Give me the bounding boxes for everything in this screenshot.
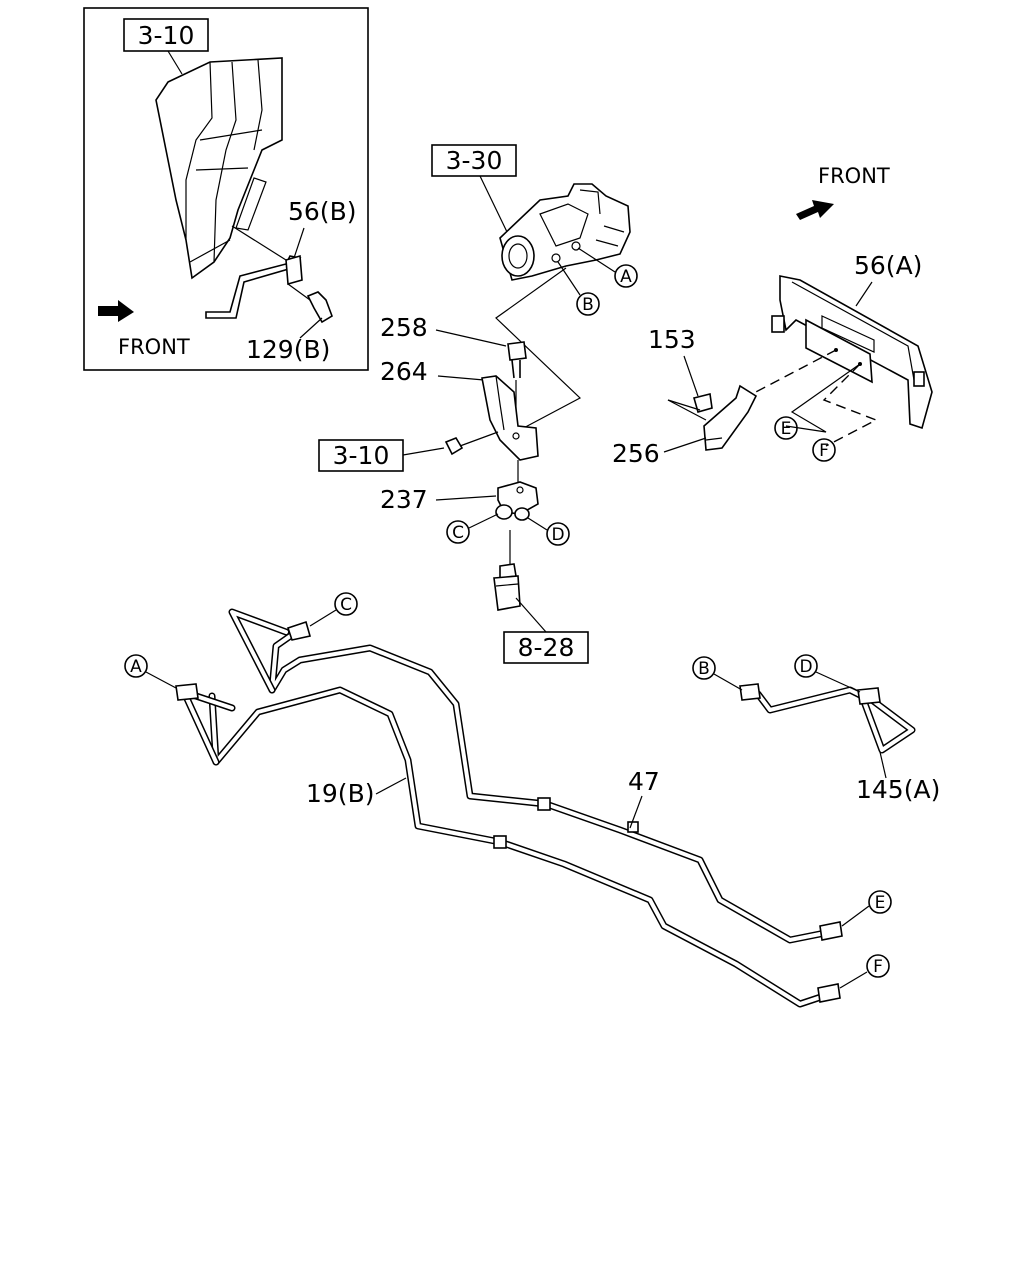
connector-b-pipe — [692, 656, 716, 680]
frame-member-drawing — [155, 57, 283, 280]
connector-e-bracket — [774, 416, 798, 440]
svg-text:C: C — [340, 595, 352, 615]
label-47: 47 — [628, 767, 660, 796]
inset-ref-leader — [167, 50, 183, 75]
svg-text:B: B — [582, 295, 594, 315]
label-145a: 145(A) — [856, 775, 940, 804]
label-237: 237 — [380, 485, 428, 514]
clamp-256 — [703, 384, 758, 451]
inset-label-129b: 129(B) — [246, 335, 330, 364]
connector-a-pipe — [124, 654, 148, 678]
connector-f-pipe — [866, 954, 890, 978]
joint-237 — [495, 481, 539, 521]
label-256: 256 — [612, 439, 660, 468]
inset-frame — [83, 7, 369, 371]
svg-text:B: B — [698, 659, 710, 679]
connector-c-pipe — [334, 592, 358, 616]
label-19b: 19(B) — [306, 779, 374, 808]
nut-icon — [444, 437, 464, 456]
fitting-e-end — [819, 921, 843, 941]
pipe-47 — [228, 608, 834, 944]
fitting-a-end — [175, 683, 199, 701]
connector-f-bracket — [812, 438, 836, 462]
bolt-153 — [693, 393, 713, 413]
bolt-258 — [507, 341, 527, 379]
label-56a: 56(A) — [854, 251, 922, 280]
connection-line-modulator — [495, 267, 582, 433]
svg-text:E: E — [781, 419, 792, 439]
fitting-c-end — [286, 620, 312, 641]
modulator-unit — [499, 183, 631, 281]
connector-d-pipe — [794, 654, 818, 678]
bracket-264 — [481, 375, 539, 461]
ref-box-3-10-text: 3-10 — [333, 441, 390, 470]
svg-text:F: F — [873, 957, 883, 977]
svg-text:D: D — [551, 525, 564, 545]
ref-box-3-30-text: 3-30 — [446, 146, 503, 175]
inset-ref-box-text: 3-10 — [138, 21, 195, 50]
ref-box-3-30 — [431, 144, 517, 177]
ref-box-8-28-text: 8-28 — [518, 633, 575, 662]
bolt-129b — [287, 283, 333, 324]
svg-text:D: D — [799, 657, 812, 677]
label-258: 258 — [380, 313, 428, 342]
front-arrow-icon — [796, 200, 834, 220]
svg-text:A: A — [620, 267, 632, 287]
bracket-56a — [771, 275, 933, 430]
inset-front-arrow-icon — [98, 300, 134, 322]
connector-c-joint — [446, 520, 470, 544]
inset-ref-box — [123, 18, 209, 52]
label-153: 153 — [648, 325, 696, 354]
connector-e-pipe — [868, 890, 892, 914]
inset-panel: 3-10 56(B) 129(B) FRONT — [83, 7, 369, 371]
inset-label-56b: 56(B) — [288, 197, 356, 226]
front-text: FRONT — [818, 164, 890, 188]
bracket-56b — [205, 254, 303, 319]
svg-text:F: F — [819, 441, 829, 461]
connector-a-top — [614, 264, 638, 288]
pipe-145a — [739, 683, 916, 754]
inset-front-text: FRONT — [118, 335, 190, 359]
svg-text:A: A — [130, 657, 142, 677]
pipe-19b — [180, 686, 834, 1008]
label-264: 264 — [380, 357, 428, 386]
svg-text:E: E — [875, 893, 886, 913]
pressure-switch — [493, 563, 521, 611]
fitting-f-end — [817, 983, 841, 1003]
svg-text:C: C — [452, 523, 464, 543]
connector-d-joint — [546, 522, 570, 546]
connector-b-top — [576, 292, 600, 316]
ref-box-3-10 — [318, 439, 404, 472]
